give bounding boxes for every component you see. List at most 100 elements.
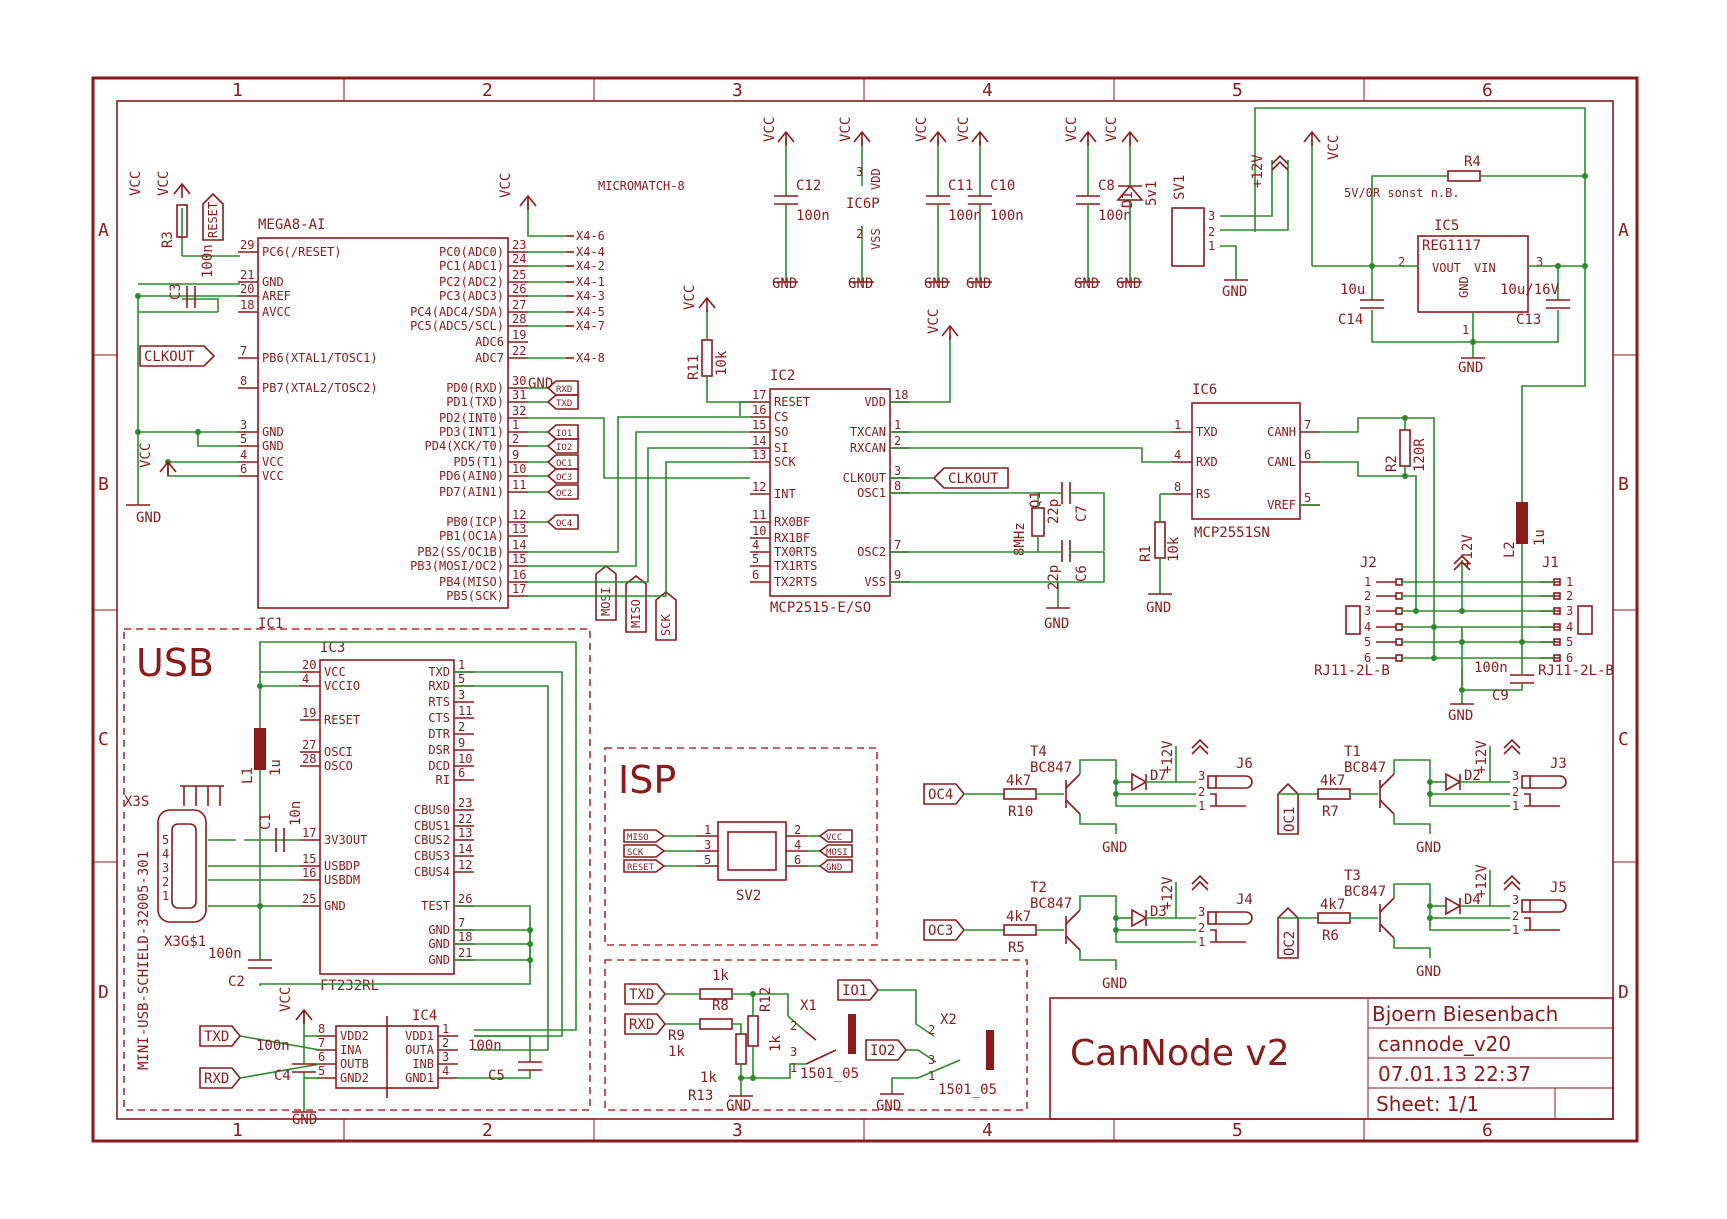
svg-text:3: 3 <box>1198 769 1205 783</box>
svg-text:L2: L2 <box>1502 541 1518 558</box>
title-text: CanNode v2 <box>1070 1033 1290 1074</box>
svg-text:PB6(XTAL1/TOSC1): PB6(XTAL1/TOSC1) <box>262 351 378 365</box>
svg-text:SI: SI <box>774 441 788 455</box>
ic5-ref: IC5 <box>1434 218 1459 234</box>
svg-text:RX0BF: RX0BF <box>774 515 810 529</box>
svg-text:9: 9 <box>458 736 465 750</box>
can-bus-nets <box>1300 415 1435 627</box>
svg-text:GND: GND <box>1044 616 1069 632</box>
svg-text:VCC: VCC <box>838 117 854 142</box>
vcc-arrow-3 <box>941 324 959 340</box>
svg-text:CBUS3: CBUS3 <box>414 849 450 863</box>
svg-text:CLKOUT: CLKOUT <box>144 349 195 365</box>
svg-text:12: 12 <box>752 480 766 494</box>
svg-text:C5: C5 <box>488 1068 505 1084</box>
ic6-name: MCP2551SN <box>1194 525 1270 541</box>
svg-text:TXD: TXD <box>1196 425 1218 439</box>
svg-text:CBUS4: CBUS4 <box>414 865 450 879</box>
vcc-label-ic1-top: VCC <box>128 171 144 196</box>
svg-text:D1: D1 <box>1120 191 1136 208</box>
svg-text:3: 3 <box>928 1053 935 1067</box>
reset-net-label: RESET <box>202 192 224 241</box>
svg-text:7: 7 <box>894 538 901 552</box>
svg-text:11: 11 <box>458 704 472 718</box>
svg-text:5V/0R sonst n.B.: 5V/0R sonst n.B. <box>1344 186 1460 200</box>
svg-text:PD7(AIN1): PD7(AIN1) <box>439 485 504 499</box>
svg-text:T3: T3 <box>1344 868 1361 884</box>
svg-text:OC2: OC2 <box>556 489 572 499</box>
svg-text:AVCC: AVCC <box>262 305 291 319</box>
svg-text:VDD2: VDD2 <box>340 1029 369 1043</box>
svg-text:7: 7 <box>318 1036 325 1050</box>
svg-text:1: 1 <box>1174 418 1181 432</box>
svg-text:10u: 10u <box>1340 282 1365 298</box>
svg-text:6: 6 <box>1566 651 1573 665</box>
svg-text:15: 15 <box>302 852 316 866</box>
svg-text:INT: INT <box>774 487 796 501</box>
c4-c5: 100n C4 100n C5 <box>256 1038 542 1084</box>
svg-text:C6: C6 <box>1074 565 1090 582</box>
svg-text:RXD: RXD <box>629 1017 654 1033</box>
svg-text:TEST: TEST <box>421 899 450 913</box>
svg-text:C13: C13 <box>1516 312 1541 328</box>
svg-text:6: 6 <box>458 766 465 780</box>
svg-text:GND: GND <box>848 276 873 292</box>
vcc-arrow-7 <box>971 130 989 146</box>
svg-text:MISO: MISO <box>627 833 649 843</box>
svg-text:IO1: IO1 <box>842 983 867 999</box>
svg-text:4: 4 <box>752 538 759 552</box>
svg-text:1: 1 <box>1364 575 1371 589</box>
vcc-arrow-0 <box>173 182 191 198</box>
svg-text:X1: X1 <box>800 998 817 1014</box>
zone-col-6-bottom: 6 <box>1482 1120 1493 1141</box>
svg-text:100n: 100n <box>256 1038 290 1054</box>
vcc-arrow-12 <box>295 1008 313 1024</box>
ic1-flag-txd: TXD <box>528 394 579 410</box>
svg-text:5: 5 <box>1304 491 1311 505</box>
svg-text:15: 15 <box>512 552 526 566</box>
svg-text:PB2(SS/OC1B): PB2(SS/OC1B) <box>417 545 504 559</box>
x4-connector: X4-6X4-4X4-2X4-1X4-3X4-5X4-7X4-8 <box>528 229 605 365</box>
svg-text:3: 3 <box>1364 604 1371 618</box>
svg-text:8: 8 <box>318 1022 325 1036</box>
svg-text:2: 2 <box>1512 909 1519 923</box>
c14-c13: 10u C14 10u/16V C13 <box>1338 282 1570 328</box>
svg-text:PB4(MISO): PB4(MISO) <box>439 575 504 589</box>
svg-text:PD4(XCK/T0): PD4(XCK/T0) <box>425 439 504 453</box>
svg-text:4k7: 4k7 <box>1006 909 1031 925</box>
vcc-arrow-5 <box>853 130 871 146</box>
svg-text:R9: R9 <box>668 1028 685 1044</box>
svg-text:OUTB: OUTB <box>340 1057 369 1071</box>
svg-text:GND: GND <box>966 276 991 292</box>
svg-text:VCC: VCC <box>262 455 284 469</box>
svg-text:1: 1 <box>512 418 519 432</box>
svg-text:5v1: 5v1 <box>1144 181 1160 206</box>
svg-text:23: 23 <box>512 238 526 252</box>
svg-text:3: 3 <box>1198 905 1205 919</box>
svg-text:GND: GND <box>292 1112 317 1128</box>
svg-text:OC4: OC4 <box>928 787 953 803</box>
svg-text:4: 4 <box>240 448 247 462</box>
svg-text:C2: C2 <box>228 974 245 990</box>
ic1-flag-oc3: OC3 <box>528 468 579 484</box>
svg-text:5: 5 <box>162 833 169 847</box>
svg-text:GND: GND <box>428 937 450 951</box>
mosi-flag: MOSI <box>599 587 613 616</box>
svg-text:1: 1 <box>1462 323 1469 337</box>
